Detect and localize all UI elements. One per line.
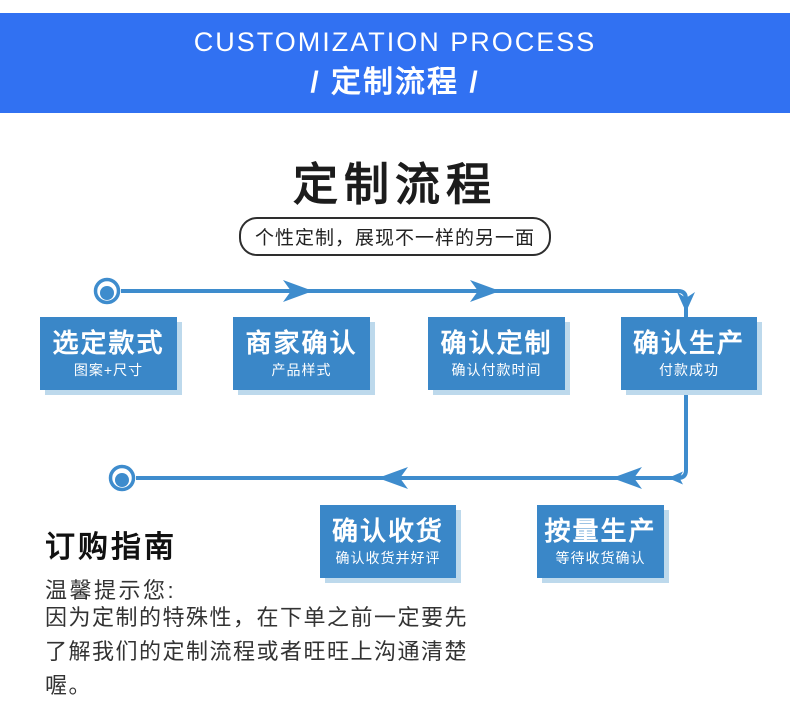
banner: CUSTOMIZATION PROCESS / 定制流程 / <box>0 13 790 113</box>
flow-step-confirm-customization: 确认定制 确认付款时间 <box>428 317 565 390</box>
arrow-right-icon <box>470 280 500 302</box>
arrow-left-icon <box>378 467 408 489</box>
arrow-left-small-icon <box>668 471 683 485</box>
step-title: 按量生产 <box>544 516 657 546</box>
step-title: 商家确认 <box>245 328 358 358</box>
step-subtitle: 产品样式 <box>271 362 332 378</box>
guide-line: 喔。 <box>45 673 93 698</box>
section-title: 定制流程 <box>292 159 497 210</box>
guide-line: 因为定制的特殊性，在下单之前一定要先 <box>45 605 469 630</box>
step-title: 确认定制 <box>440 328 553 358</box>
arrow-down-icon <box>677 292 695 312</box>
flow-step-merchant-confirm: 商家确认 产品样式 <box>233 317 370 390</box>
section-subtitle-pill: 个性定制，展现不一样的另一面 <box>238 217 552 256</box>
guide-heading: 订购指南 <box>45 531 177 564</box>
step-title: 选定款式 <box>52 328 165 358</box>
guide-paragraph: 因为定制的特殊性，在下单之前一定要先 了解我们的定制流程或者旺旺上沟通清楚 喔。 <box>45 601 485 703</box>
flow-step-confirm-receipt: 确认收货 确认收货并好评 <box>320 505 456 578</box>
step-subtitle: 付款成功 <box>659 362 719 378</box>
flow-step-select-style: 选定款式 图案+尺寸 <box>40 317 177 390</box>
arrow-left-icon <box>612 467 642 489</box>
step-subtitle: 图案+尺寸 <box>73 362 144 378</box>
banner-title-en: CUSTOMIZATION PROCESS <box>193 26 597 57</box>
arrow-right-icon <box>283 280 313 302</box>
step-title: 确认生产 <box>632 328 745 358</box>
step-title: 确认收货 <box>331 516 444 546</box>
flow-start-node-dot-icon <box>100 286 114 300</box>
flow-step-confirm-production: 确认生产 付款成功 <box>621 317 757 390</box>
guide-line: 了解我们的定制流程或者旺旺上沟通清楚 <box>45 639 469 664</box>
flow-path <box>121 289 688 480</box>
step-subtitle: 确认付款时间 <box>451 362 542 378</box>
flow-step-produce-by-quantity: 按量生产 等待收货确认 <box>537 505 664 578</box>
flow-return-node-dot-icon <box>115 473 129 487</box>
step-subtitle: 确认收货并好评 <box>335 550 441 566</box>
step-subtitle: 等待收货确认 <box>555 550 646 566</box>
guide-intro: 温馨提示您: <box>45 578 177 603</box>
banner-title-zh: / 定制流程 / <box>310 65 480 99</box>
section-subtitle: 个性定制，展现不一样的另一面 <box>254 228 536 249</box>
